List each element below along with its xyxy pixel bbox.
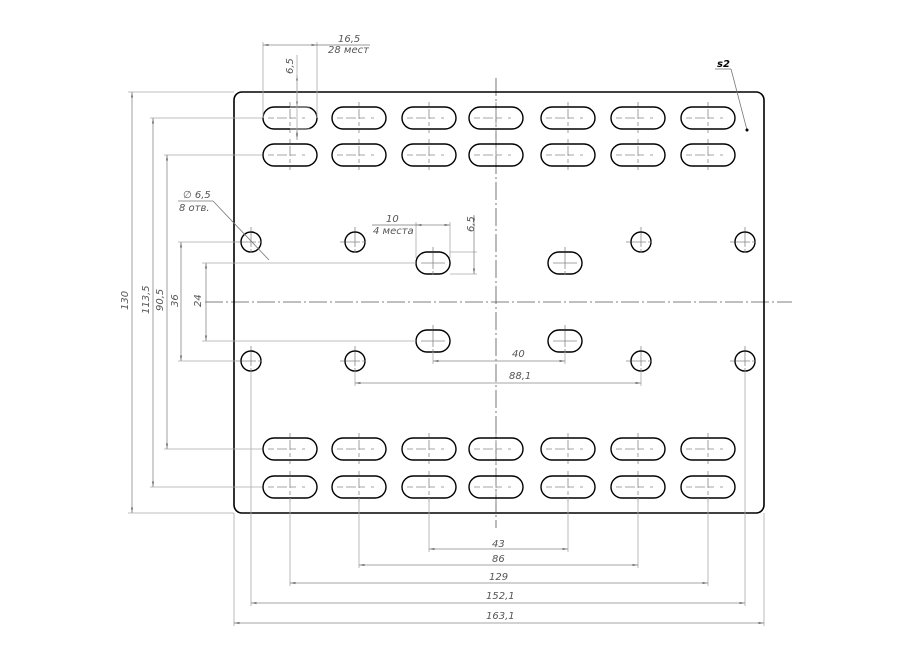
dim-label-129: 129 [489,572,508,583]
dim-label-152-1: 152,1 [486,591,515,602]
dim-label-88-1: 88,1 [509,371,531,382]
dim-label-36: 36 [170,294,181,307]
hole-diameter-label: ∅ 6,5 [183,190,211,201]
slot [401,437,457,461]
hole-leader-line [212,200,270,261]
dim-label-40: 40 [512,349,525,360]
thickness-dot [745,128,749,132]
dim-label-90-5: 90,5 [155,289,166,311]
slot-count-label: 28 мест [328,45,370,56]
slot [680,143,736,167]
slot [468,437,524,461]
slot [610,437,666,461]
slot-length-label: 16,5 [338,34,360,45]
slot [540,143,596,167]
slot [401,143,457,167]
slot [680,437,736,461]
slot [262,143,318,167]
slot [468,143,524,167]
center-slot-count-label: 4 места [373,226,414,237]
slot [540,106,596,130]
hole-count-label: 8 отв. [179,203,210,214]
slot [610,143,666,167]
slot [468,106,524,130]
slot [610,106,666,130]
thickness-leader [730,68,748,131]
slot [331,143,387,167]
slot [680,106,736,130]
slot [262,437,318,461]
dim-label-130: 130 [120,291,131,310]
slot-group [262,102,736,503]
center-slot-width-label: 6,5 [466,216,477,232]
slot [331,106,387,130]
plate-outline [233,91,765,514]
hole-group [236,227,760,376]
dimension-group [128,42,765,626]
slot [468,475,524,499]
slot [540,437,596,461]
dim-label-163-1: 163,1 [486,611,515,622]
center-slot-length-label: 10 [386,214,399,225]
slot-width-label: 6,5 [285,58,296,74]
dim-label-24: 24 [193,294,204,307]
dim-label-113-5: 113,5 [141,285,152,314]
dim-label-86: 86 [492,554,505,565]
slot [331,437,387,461]
thickness-mark: s2 [717,59,730,70]
slot [401,106,457,130]
dim-label-43: 43 [492,539,505,550]
